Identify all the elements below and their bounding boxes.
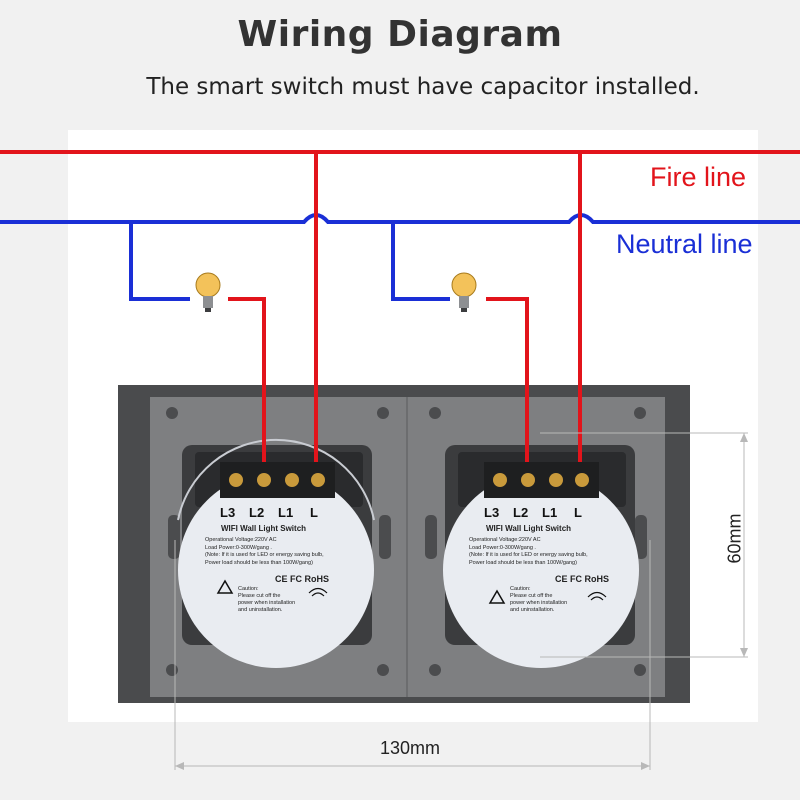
caution-title: Caution: bbox=[238, 586, 259, 592]
neutral-drop-2 bbox=[391, 222, 450, 301]
wifi-icon bbox=[308, 587, 328, 597]
terminal-label-l: L bbox=[310, 505, 318, 520]
wifi-icon bbox=[587, 591, 607, 601]
spec-power: Power load should be less than 100W/gang… bbox=[469, 559, 577, 566]
terminal-label-l2: L2 bbox=[249, 505, 265, 520]
certification-marks: CE FC RoHS bbox=[275, 574, 329, 584]
terminal-label-l: L bbox=[574, 505, 582, 520]
diagram-title: Wiring Diagram bbox=[237, 14, 563, 55]
certification-marks: CE FC RoHS bbox=[555, 574, 609, 584]
spec-note: (Note: If it is used for LED or energy s… bbox=[205, 552, 324, 558]
neutral-drop-1 bbox=[129, 222, 190, 301]
light-bulb-icon bbox=[195, 272, 221, 312]
caution-line-2: power when installation bbox=[238, 600, 296, 606]
caution-line-1: Please cut off the bbox=[238, 593, 281, 599]
terminal-label-l2: L2 bbox=[513, 505, 529, 520]
switch-module-2 bbox=[443, 445, 639, 668]
neutral-line bbox=[0, 213, 800, 224]
light-bulb-icon bbox=[451, 272, 477, 312]
terminal-label-l1: L1 bbox=[542, 505, 558, 520]
spec-voltage: Operational Voltage:220V AC bbox=[205, 537, 277, 543]
warning-icon bbox=[216, 579, 234, 594]
caution-title: Caution: bbox=[510, 586, 531, 592]
spec-load: Load Power:0-300W/gang . bbox=[205, 544, 272, 551]
module-name: WIFI Wall Light Switch bbox=[486, 524, 572, 533]
dimension-lines bbox=[174, 432, 748, 770]
spec-load: Load Power:0-300W/gang . bbox=[469, 544, 536, 551]
caution-line-3: and uninstallation. bbox=[510, 607, 555, 613]
spec-note: (Note: If it is used for LED or energy s… bbox=[469, 552, 588, 558]
terminal-label-l3: L3 bbox=[484, 505, 500, 520]
spec-power: Power load should be less than 100W/gang… bbox=[205, 559, 313, 566]
caution-line-1: Please cut off the bbox=[510, 593, 553, 599]
diagram-subtitle: The smart switch must have capacitor ins… bbox=[146, 74, 700, 100]
terminal-label-l3: L3 bbox=[220, 505, 236, 520]
module-name: WIFI Wall Light Switch bbox=[221, 524, 307, 533]
caution-line-2: power when installation bbox=[510, 600, 568, 606]
switch-module-1 bbox=[177, 438, 375, 668]
module-caution: Caution: Please cut off the power when i… bbox=[238, 586, 313, 614]
spec-voltage: Operational Voltage:220V AC bbox=[469, 537, 541, 543]
height-dimension-label: 60mm bbox=[724, 513, 745, 564]
caution-line-3: and uninstallation. bbox=[238, 607, 283, 613]
module-specs: Operational Voltage:220V AC Load Power:0… bbox=[469, 537, 629, 567]
module-caution: Caution: Please cut off the power when i… bbox=[510, 586, 585, 614]
load-wire-1 bbox=[228, 297, 266, 462]
neutral-line-label: Neutral line bbox=[616, 229, 753, 259]
module-specs: Operational Voltage:220V AC Load Power:0… bbox=[205, 537, 365, 567]
terminal-label-l1: L1 bbox=[278, 505, 294, 520]
warning-icon bbox=[488, 589, 506, 604]
width-dimension-label: 130mm bbox=[380, 738, 441, 758]
fire-line-label: Fire line bbox=[650, 162, 747, 192]
load-wire-2 bbox=[486, 297, 529, 462]
